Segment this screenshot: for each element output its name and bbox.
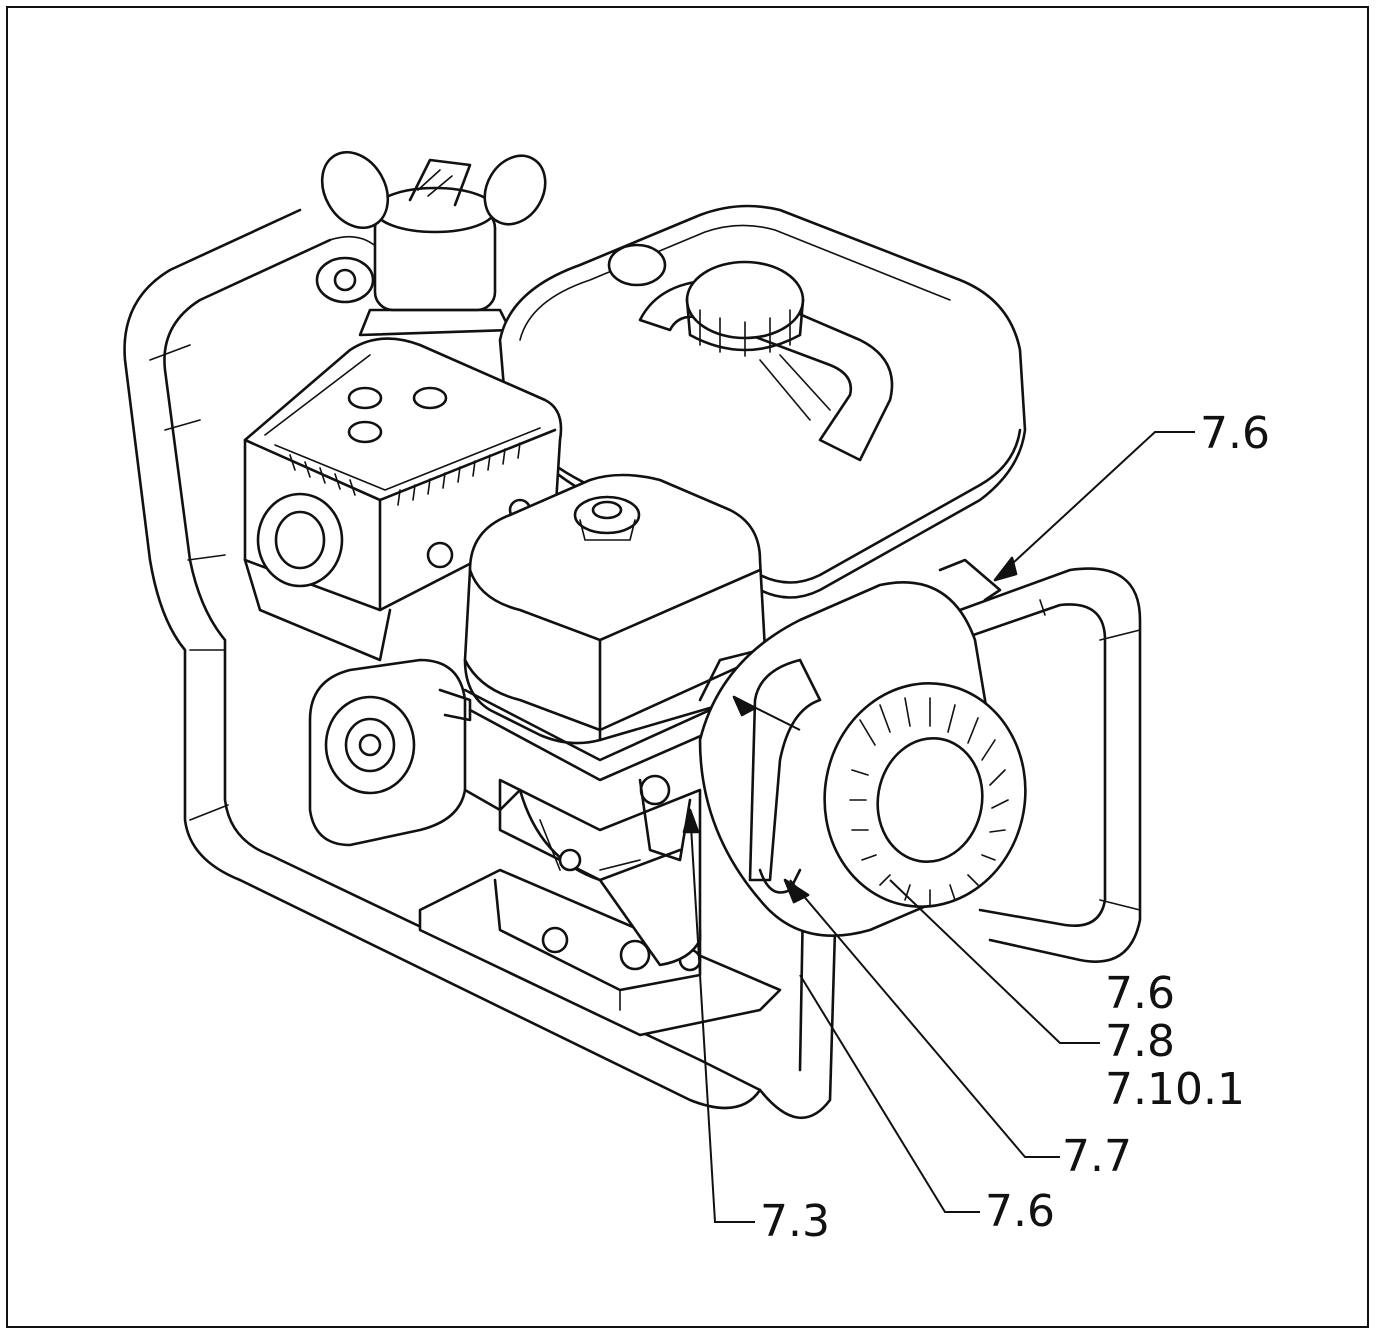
recoil-starter — [698, 558, 1027, 937]
discharge-manifold — [315, 150, 547, 337]
callout-7-6-bottom: 7.6 — [985, 1186, 1055, 1237]
callout-7-8: 7.8 — [1105, 1016, 1175, 1067]
callout-7-6-top: 7.6 — [1200, 408, 1270, 459]
leader-arrowheads — [682, 556, 1018, 904]
base-plate — [418, 868, 782, 1037]
leader-lines — [689, 431, 1195, 1223]
callout-7-6-right: 7.6 — [1105, 968, 1175, 1019]
air-cleaner — [463, 473, 767, 782]
frame-tube-left — [123, 208, 762, 1110]
engine-crankcase — [498, 648, 777, 967]
muffler — [308, 658, 522, 847]
callout-7-10-1: 7.10.1 — [1105, 1064, 1245, 1115]
callout-7-7: 7.7 — [1062, 1131, 1132, 1182]
callout-7-3: 7.3 — [760, 1196, 830, 1247]
